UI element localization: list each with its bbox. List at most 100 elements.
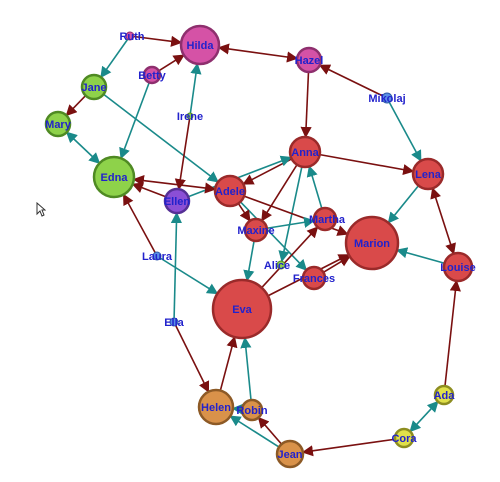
edge-helen-eva: [219, 335, 238, 391]
node-label: Ruth: [119, 31, 144, 43]
edge-ruth-jane: [100, 38, 129, 79]
node-circle[interactable]: [301, 265, 327, 291]
node-lena[interactable]: Lena: [411, 157, 445, 191]
node-circle[interactable]: [276, 260, 286, 270]
node-eva[interactable]: Eva: [211, 278, 273, 340]
node-ada[interactable]: Ada: [433, 384, 456, 406]
node-circle[interactable]: [92, 155, 136, 199]
node-robin[interactable]: Robin: [236, 398, 268, 422]
edge-robin-eva: [240, 336, 252, 401]
node-circle[interactable]: [152, 251, 162, 261]
edge-hazel-anna: [300, 71, 312, 139]
node-circle[interactable]: [442, 251, 474, 283]
node-circle[interactable]: [125, 31, 135, 41]
edge-ella-helen: [175, 325, 210, 393]
node-label: Jean: [277, 449, 302, 461]
node-label: Betty: [138, 70, 166, 82]
edge-lena-marion: [387, 185, 420, 224]
node-cora[interactable]: Cora: [391, 427, 417, 449]
node-circle[interactable]: [393, 427, 415, 449]
node-jean[interactable]: Jean: [275, 439, 305, 469]
node-label: Alice: [264, 260, 290, 272]
node-label: Eva: [232, 304, 252, 316]
node-circle[interactable]: [240, 398, 264, 422]
edge-cora-ada: [409, 400, 439, 433]
node-circle[interactable]: [433, 384, 455, 406]
node-circle[interactable]: [142, 65, 162, 85]
node-circle[interactable]: [381, 92, 393, 104]
node-circle[interactable]: [344, 215, 400, 271]
edge-jean-robin: [257, 416, 283, 445]
node-circle[interactable]: [213, 174, 247, 208]
node-label: Hazel: [295, 55, 324, 67]
node-ellen[interactable]: Ellen: [163, 187, 191, 215]
node-frances[interactable]: Frances: [293, 265, 335, 291]
node-circle[interactable]: [80, 73, 108, 101]
node-maxine[interactable]: Maxine: [237, 217, 275, 243]
node-helen[interactable]: Helen: [197, 388, 235, 426]
node-label: Robin: [236, 405, 267, 417]
edge-maxine-eva: [243, 240, 255, 282]
node-circle[interactable]: [243, 217, 269, 243]
node-label: Cora: [391, 433, 417, 445]
node-irene[interactable]: Irene: [177, 111, 203, 123]
node-circle[interactable]: [44, 110, 72, 138]
node-hazel[interactable]: Hazel: [295, 46, 324, 74]
edge-cora-jean: [301, 438, 396, 457]
node-circle[interactable]: [295, 46, 323, 74]
node-label: Maxine: [237, 225, 274, 237]
node-label: Edna: [101, 172, 129, 184]
node-circle[interactable]: [179, 24, 221, 66]
node-circle[interactable]: [163, 187, 191, 215]
edge-ella-ellen: [170, 211, 183, 319]
node-label: Marion: [354, 238, 390, 250]
node-label: Ella: [164, 317, 184, 329]
node-circle[interactable]: [169, 317, 179, 327]
mouse-pointer-icon: [36, 202, 46, 217]
node-label: Jane: [81, 82, 106, 94]
node-anna[interactable]: Anna: [288, 135, 322, 169]
edge-ruth-hilda: [133, 35, 183, 47]
node-label: Anna: [291, 147, 319, 159]
node-alice[interactable]: Alice: [264, 260, 290, 272]
node-betty[interactable]: Betty: [138, 65, 167, 85]
node-martha[interactable]: Martha: [309, 206, 346, 232]
node-circle[interactable]: [211, 278, 273, 340]
node-laura[interactable]: Laura: [142, 251, 173, 263]
node-label: Mary: [45, 119, 72, 131]
node-circle[interactable]: [275, 439, 305, 469]
edge-adele-frances: [239, 201, 308, 271]
edge-anna-lena: [319, 153, 415, 176]
node-ruth[interactable]: Ruth: [119, 31, 144, 43]
edge-robin-helen: [231, 403, 244, 415]
node-label: Ada: [434, 390, 456, 402]
edge-lena-louise: [430, 187, 456, 255]
edge-ellen-edna: [131, 182, 167, 198]
node-jane[interactable]: Jane: [80, 73, 108, 101]
edge-betty-edna: [119, 82, 150, 160]
node-label: Ellen: [164, 196, 191, 208]
node-mary[interactable]: Mary: [44, 110, 72, 138]
edge-jane-adele: [103, 93, 219, 183]
node-circle[interactable]: [288, 135, 322, 169]
edge-adele-maxine: [237, 203, 251, 222]
node-circle[interactable]: [411, 157, 445, 191]
node-mikolaj[interactable]: Mikolaj: [368, 92, 406, 105]
edge-martha-anna: [306, 165, 323, 209]
node-circle[interactable]: [197, 388, 235, 426]
node-edna[interactable]: Edna: [92, 155, 136, 199]
node-label: Adele: [215, 186, 245, 198]
node-marion[interactable]: Marion: [344, 215, 400, 271]
edge-maxine-martha: [266, 216, 316, 230]
node-circle[interactable]: [312, 206, 338, 232]
edge-mikolaj-lena: [388, 102, 422, 162]
edge-mikolaj-hazel: [318, 64, 383, 97]
edge-edna-adele: [132, 175, 217, 194]
node-hilda[interactable]: Hilda: [179, 24, 221, 66]
node-label: Hilda: [187, 40, 215, 52]
node-adele[interactable]: Adele: [213, 174, 247, 208]
node-ella[interactable]: Ella: [164, 317, 184, 329]
node-circle[interactable]: [186, 112, 194, 120]
node-label: Laura: [142, 251, 173, 263]
node-louise[interactable]: Louise: [440, 251, 476, 283]
